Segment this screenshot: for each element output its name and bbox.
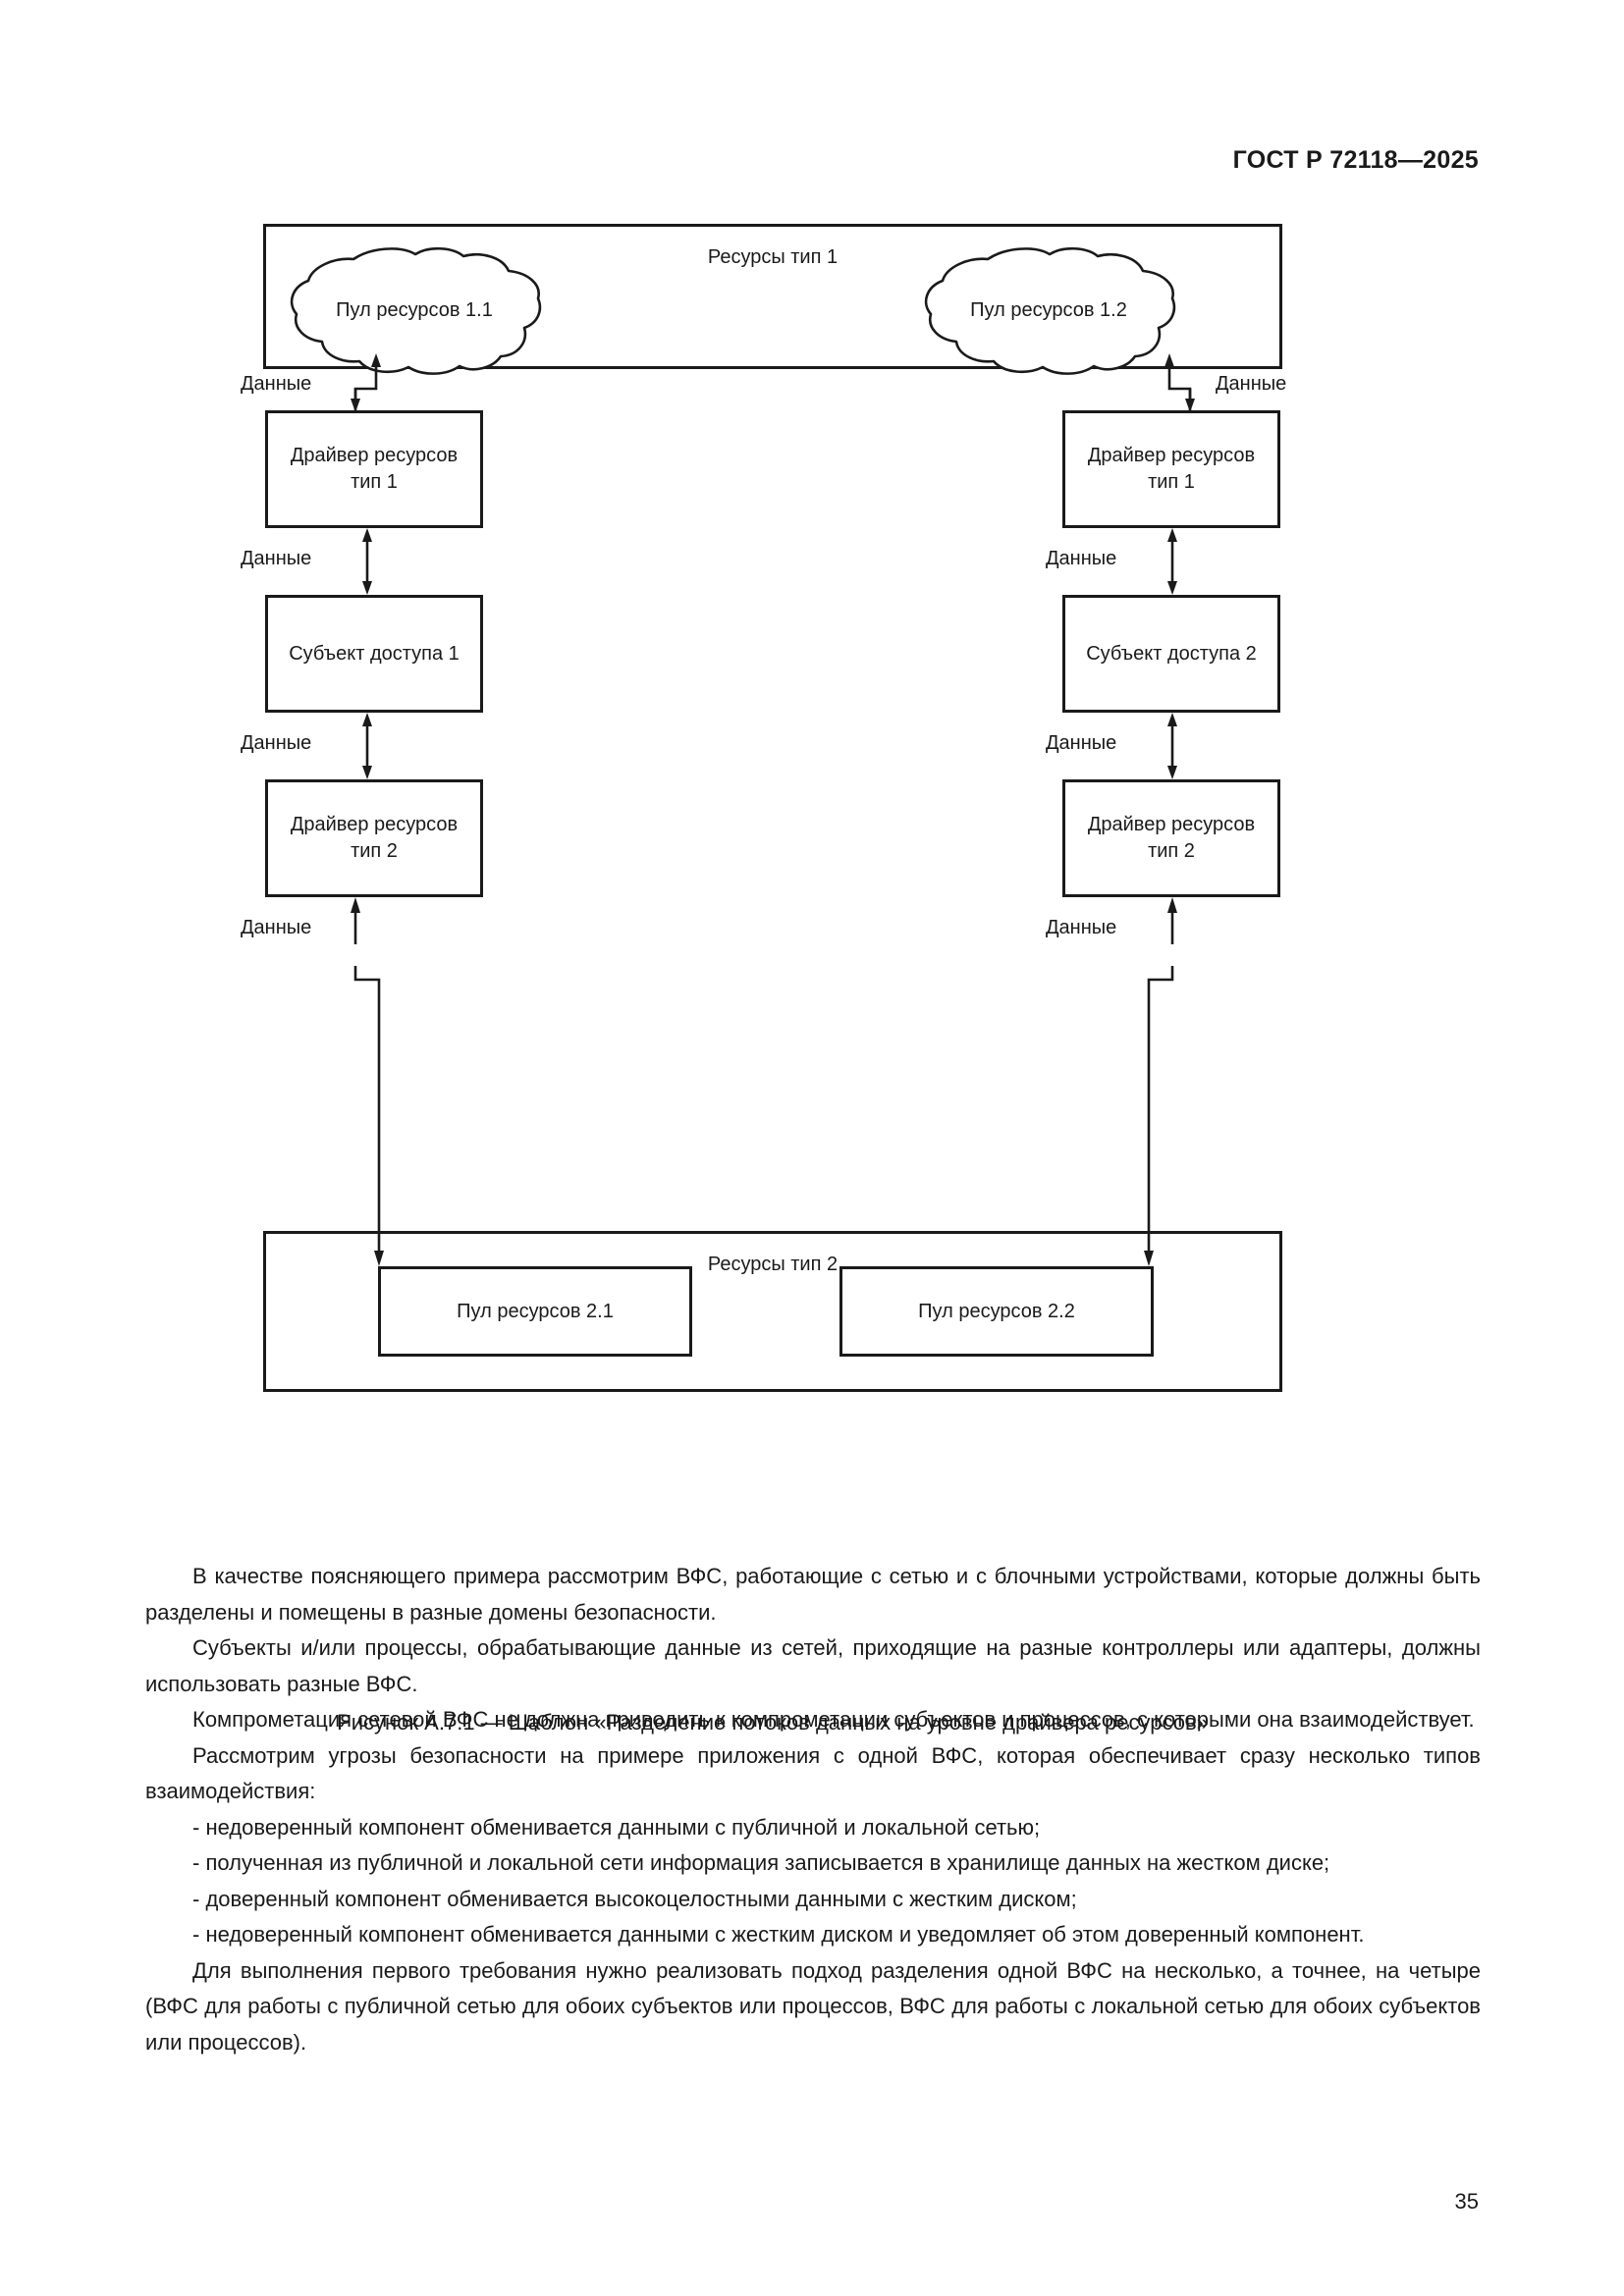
flow-label-subject-driver2-left: Данные <box>239 732 314 755</box>
flow-label-subject-driver2-right: Данные <box>1044 732 1119 755</box>
driver-resources-type-2-left-label: Драйвер ресурсов тип 2 <box>290 814 459 862</box>
driver-resources-type-1-left-label: Драйвер ресурсов тип 1 <box>290 445 459 493</box>
flow-label-pool11-driver1: Данные <box>239 373 314 396</box>
connector-driver1-subject-right <box>1161 526 1184 597</box>
resources-type-1-title: Ресурсы тип 1 <box>707 246 839 268</box>
list-item: - полученная из публичной и локальной се… <box>192 1850 1330 1875</box>
connector-driver1-right-down-arrow <box>1121 369 1239 414</box>
flow-label-driver1-subject-left: Данные <box>239 548 314 570</box>
access-subject-1-box: Субъект доступа 1 <box>265 595 483 713</box>
driver-resources-type-2-right: Драйвер ресурсов тип 2 <box>1062 779 1280 897</box>
resource-pool-2-2-label: Пул ресурсов 2.2 <box>918 1300 1075 1322</box>
access-subject-2-box: Субъект доступа 2 <box>1062 595 1280 713</box>
resource-pool-2-2-box: Пул ресурсов 2.2 <box>839 1266 1154 1357</box>
connector-driver1-left-down-arrow <box>306 369 424 414</box>
paragraph: Компрометация сетевой ВФС не должна прив… <box>192 1707 1475 1732</box>
paragraph: В качестве поясняющего примера рассмотри… <box>145 1564 1481 1625</box>
driver-resources-type-1-left: Драйвер ресурсов тип 1 <box>265 410 483 528</box>
connector-subject-driver2-right <box>1161 711 1184 781</box>
connector-driver1-subject-left <box>355 526 379 597</box>
body-text: В качестве поясняющего примера рассмотри… <box>145 1559 1481 2060</box>
resource-pool-2-1-label: Пул ресурсов 2.1 <box>457 1300 614 1322</box>
driver-resources-type-2-right-label: Драйвер ресурсов тип 2 <box>1087 814 1256 862</box>
paragraph: Рассмотрим угрозы безопасности на пример… <box>145 1742 1481 1804</box>
list-item: - доверенный компонент обменивается высо… <box>192 1886 1077 1911</box>
paragraph: Субъекты и/или процессы, обрабатывающие … <box>145 1635 1481 1696</box>
connector-driver2-pool22-right <box>1131 895 1367 1282</box>
list-item: - недоверенный компонент обменивается да… <box>192 1814 1041 1840</box>
connector-driver2-pool21-left <box>326 895 562 1282</box>
flow-label-pool12-driver1: Данные <box>1214 373 1289 396</box>
page-number: 35 <box>1454 2189 1479 2214</box>
paragraph: Для выполнения первого требования нужно … <box>145 1957 1481 2055</box>
resource-pool-1-2-cloud: Пул ресурсов 1.2 <box>919 245 1178 377</box>
flow-label-driver2-pool21: Данные <box>239 917 314 939</box>
resource-pool-1-1-cloud: Пул ресурсов 1.1 <box>285 245 544 377</box>
list-item: - недоверенный компонент обменивается да… <box>192 1922 1365 1947</box>
flow-label-driver2-pool22: Данные <box>1044 917 1119 939</box>
resource-pool-1-2-label: Пул ресурсов 1.2 <box>970 299 1127 322</box>
resource-pool-2-1-box: Пул ресурсов 2.1 <box>378 1266 692 1357</box>
flow-label-driver1-subject-right: Данные <box>1044 548 1119 570</box>
driver-resources-type-1-right: Драйвер ресурсов тип 1 <box>1062 410 1280 528</box>
figure-a71-diagram: Ресурсы тип 1 Пул ресурсов 1.1 Пул ресур… <box>239 224 1289 1735</box>
standard-header: ГОСТ Р 72118—2025 <box>1232 146 1479 174</box>
connector-subject-driver2-left <box>355 711 379 781</box>
resources-type-2-title: Ресурсы тип 2 <box>707 1254 839 1275</box>
access-subject-2-label: Субъект доступа 2 <box>1086 642 1257 665</box>
resource-pool-1-1-label: Пул ресурсов 1.1 <box>336 299 493 322</box>
driver-resources-type-1-right-label: Драйвер ресурсов тип 1 <box>1087 445 1256 493</box>
driver-resources-type-2-left: Драйвер ресурсов тип 2 <box>265 779 483 897</box>
access-subject-1-label: Субъект доступа 1 <box>289 642 460 665</box>
figure-caption: Рисунок А.7.1 — Шаблон «Разделение поток… <box>337 1710 1209 1735</box>
